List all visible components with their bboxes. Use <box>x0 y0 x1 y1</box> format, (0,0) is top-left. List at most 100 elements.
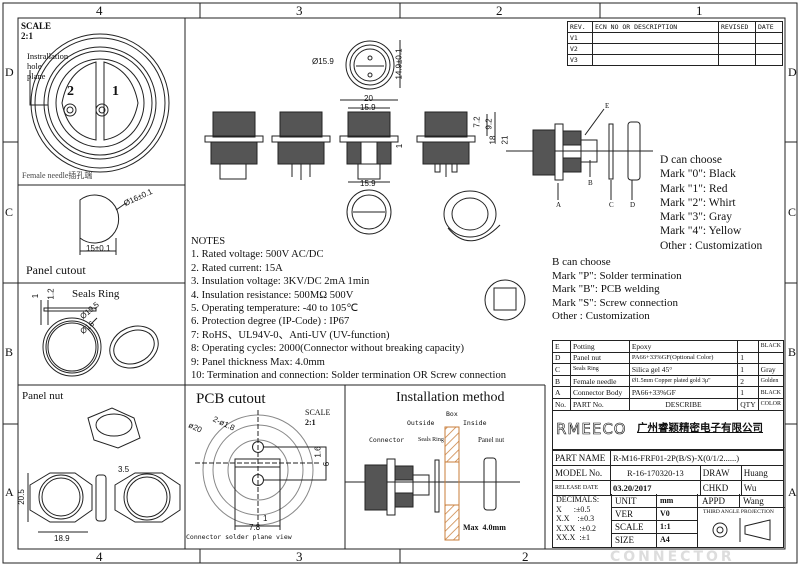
cell: 1 <box>737 363 759 376</box>
header-cell: REVISED <box>718 21 756 33</box>
cell <box>755 32 783 44</box>
scale-value: 1:1 <box>660 522 671 531</box>
draw-value: Huang <box>740 465 785 481</box>
column-label: 2 <box>522 549 529 564</box>
row-label: A <box>5 485 14 499</box>
cell <box>755 43 783 55</box>
company-name: 广州睿颖精密电子有限公司 <box>637 423 763 434</box>
label: UNIT <box>615 496 637 506</box>
label: APPD <box>702 496 726 506</box>
projection-label: THIRD ANGLE PROJECTION <box>703 509 774 515</box>
dimension: 1 <box>395 143 405 149</box>
title-block-lower: DECIMALS: X :±0.5 X.X :±0.3 X.XX :±0.2 X… <box>552 494 785 548</box>
cell: Panel nut <box>569 351 630 365</box>
dimension: 3.5 <box>118 465 130 474</box>
panel-cutout-drawing <box>79 194 127 255</box>
note-item: 8: Operating cycles: 2000(Connector with… <box>191 343 464 355</box>
d-choose-item: Mark "1": Red <box>660 182 728 195</box>
table-row: V2 <box>567 43 783 55</box>
divider <box>611 533 698 534</box>
cell: 1 <box>737 351 759 365</box>
label: MODEL No. <box>552 465 611 481</box>
cell: Connector Body <box>569 386 630 399</box>
scale-label: SCALE <box>21 21 52 31</box>
header-cell: DATE <box>755 21 783 33</box>
installation-title: Installation method <box>396 390 505 405</box>
divider <box>611 507 698 508</box>
cell: BLACK <box>757 340 785 353</box>
notes-title: NOTES <box>191 236 226 247</box>
table-row: V1 <box>567 32 783 44</box>
note-item: 2. Rated current: 15A <box>191 262 283 274</box>
ver-value: V0 <box>660 509 670 518</box>
part-name-value: R-M16-FRF01-2P(B/S)-X(0/1/2......) <box>610 450 784 466</box>
third-angle-projection-icon <box>712 518 771 542</box>
callout-c: C <box>609 201 614 209</box>
label: RELEASE DATE <box>552 480 611 496</box>
b-choose-title: B can choose <box>552 256 611 268</box>
cell: Epoxy <box>628 340 739 353</box>
cell: BLACK <box>757 386 785 399</box>
decimals-tolerance: DECIMALS: X :±0.5 X.X :±0.3 X.XX :±0.2 X… <box>556 495 599 543</box>
d-choose-item: Mark "4": Yellow <box>660 225 742 238</box>
cell: Seals Ring <box>569 363 630 376</box>
cell: D <box>552 351 571 365</box>
dimension: 15.9 <box>360 179 376 188</box>
installation-drawing <box>345 426 520 541</box>
b-can-choose: B can choose Mark "P": Solder terminatio… <box>552 256 682 324</box>
label-max-thickness: Max 4.0mm <box>463 523 506 532</box>
header-cell: No. <box>552 397 571 411</box>
cell <box>718 54 756 66</box>
note-item: 4. Insulation resistance: 500MΩ 500V <box>191 289 354 301</box>
column-label: 3 <box>296 3 303 18</box>
rev-cell: V1 <box>567 32 593 44</box>
cell <box>737 340 759 353</box>
cell: Female needle <box>569 374 630 388</box>
column-label: 1 <box>696 3 703 18</box>
header-cell: ECN NO OR DESCRIPTION <box>592 21 719 33</box>
panel-nut-drawing <box>27 407 181 533</box>
release-value: 03.20/2017 <box>610 480 701 496</box>
connector-side-views <box>204 40 526 321</box>
cell: A <box>552 386 571 399</box>
column-label: 4 <box>96 3 103 18</box>
tolerance: X.X :±0.3 <box>556 514 595 523</box>
dimension: 1 <box>31 293 41 299</box>
cell <box>718 32 756 44</box>
cell <box>718 43 756 55</box>
pcb-caption: Connector solder plane view <box>186 533 292 541</box>
row-label: D <box>788 65 797 79</box>
label-panel-nut: Panel nut <box>478 436 505 444</box>
b-choose-item: Mark "P": Solder termination <box>552 269 682 282</box>
scale-label: SCALE <box>305 408 331 417</box>
label: VER <box>615 509 633 519</box>
dimension: 1.6 <box>313 446 323 458</box>
callout-a: A <box>556 201 562 209</box>
note-item: 3. Insulation voltage: 3KV/DC 2mA 1min <box>191 276 370 288</box>
dimension: 18.9 <box>54 534 70 543</box>
cell: Potting <box>569 340 630 353</box>
b-choose-item: Mark "S": Screw connection <box>552 296 678 309</box>
cell: 1 <box>737 386 759 399</box>
scale-value: 2:1 <box>21 31 33 41</box>
row-label: B <box>5 345 14 359</box>
note-item: 5. Operating temperature: -40 to 105℃ <box>191 302 359 314</box>
divider <box>698 507 785 508</box>
dimension: 20 <box>364 94 373 103</box>
dimension: 6 <box>322 461 332 467</box>
dimension: 18 <box>488 135 498 145</box>
note-item: 7: RoHS、UL94V-0、Anti-UV (UV-function) <box>191 329 390 341</box>
note-item: 1. Rated voltage: 500V AC/DC <box>191 249 324 261</box>
header-cell: QTY <box>737 397 759 411</box>
model-value: R-16-170320-13 <box>610 465 701 481</box>
cell: 2 <box>737 374 759 388</box>
cell: Silica gel 45° <box>628 363 739 376</box>
d-choose-item: Mark "2": Whirt <box>660 196 736 209</box>
cell: PA66+33%GF <box>628 386 739 399</box>
tolerance: X :±0.5 <box>556 504 591 514</box>
